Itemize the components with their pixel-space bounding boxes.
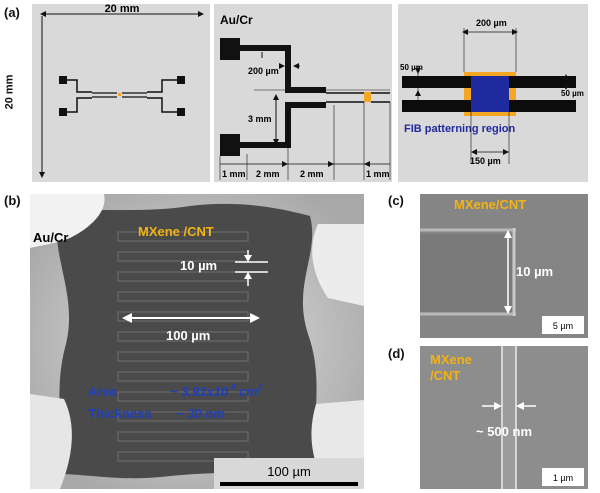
sem-b-width-dim: 100 µm (166, 328, 210, 343)
sem-d-drawing: MXene /CNT ~ 500 nm 1 µm (420, 346, 588, 489)
electrode-dim-3: 2 mm (300, 169, 324, 179)
sem-image-b: 100 µm Au/Cr MXene /CNT 10 µm 100 µm Are… (30, 194, 364, 489)
sem-image-c: MXene/CNT 10 µm 5 µm (420, 194, 588, 338)
sem-d-material-line2: /CNT (430, 368, 460, 383)
fib-bottom-dim: 150 µm (470, 156, 501, 166)
electrode-dim-2: 2 mm (256, 169, 280, 179)
sem-c-dim: 10 µm (516, 264, 553, 279)
electrode-panel: Au/Cr 200 µm 3 mm (214, 4, 392, 182)
sem-d-dim: ~ 500 nm (476, 424, 532, 439)
sem-b-area-label: Area (88, 384, 118, 399)
electrode-dim-1: 1 mm (222, 169, 246, 179)
fib-region-label: FIB patterning region (404, 123, 516, 135)
electrode-material-label: Au/Cr (220, 13, 253, 27)
sem-c-drawing: MXene/CNT 10 µm 5 µm (420, 194, 588, 338)
mini-device (59, 76, 185, 116)
fib-panel: 200 µm 50 µm 50 µm FIB patterning region… (398, 4, 588, 182)
sem-d-scalebar-label: 1 µm (553, 473, 573, 483)
electrode-dim-4: 1 mm (366, 169, 390, 179)
sem-b-material-label: MXene /CNT (138, 224, 214, 239)
electrode-drawing: Au/Cr 200 µm 3 mm (219, 13, 391, 180)
fib-drawing: 200 µm 50 µm 50 µm FIB patterning region… (400, 18, 584, 166)
sem-b-drawing: 100 µm Au/Cr MXene /CNT 10 µm 100 µm Are… (30, 194, 364, 489)
sem-d-material-line1: MXene (430, 352, 472, 367)
overview-height-dim: 20 mm (3, 74, 16, 110)
panel-label-d: (d) (388, 346, 405, 361)
panel-label-c: (c) (388, 193, 404, 208)
fib-top-dim: 200 µm (476, 18, 507, 28)
sem-b-pitch-dim: 10 µm (180, 258, 217, 273)
sem-b-electrode-label: Au/Cr (33, 230, 68, 245)
sem-c-material-label: MXene/CNT (454, 197, 526, 212)
sem-b-area-value: ~ 3.91x10-4 cm2 (170, 383, 263, 399)
electrode-height-dim: 3 mm (248, 114, 272, 124)
overview-panel: 20 mm (32, 3, 210, 182)
sem-b-thickness-label: Thickness (88, 406, 152, 421)
sem-image-d: MXene /CNT ~ 500 nm 1 µm (420, 346, 588, 489)
electrode-gap-dim: 200 µm (248, 66, 279, 76)
overview-drawing: 20 mm (39, 3, 204, 178)
fib-right-dim: 50 µm (561, 89, 584, 98)
overview-width-dim: 20 mm (105, 4, 140, 15)
sem-b-scalebar-label: 100 µm (267, 464, 311, 479)
fib-left-dim: 50 µm (400, 63, 423, 72)
sem-c-scalebar-label: 5 µm (553, 321, 573, 331)
sem-b-thickness-value: ~ 30 nm (176, 406, 225, 421)
panel-label-b: (b) (4, 193, 21, 208)
panel-label-a: (a) (4, 5, 20, 20)
